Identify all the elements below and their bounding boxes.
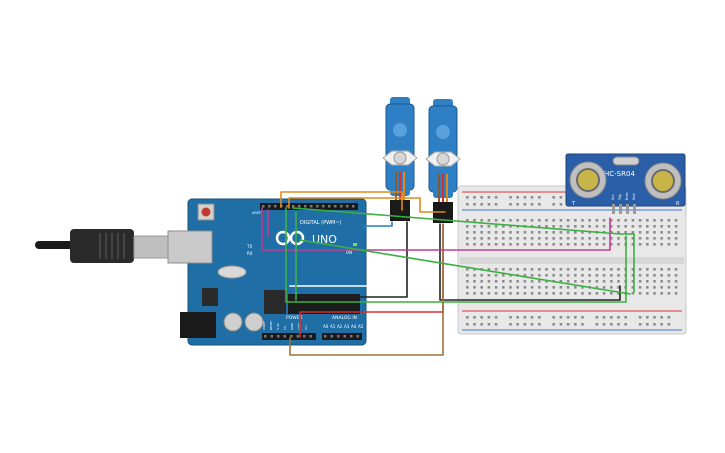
svg-text:Vin: Vin [304, 325, 308, 330]
wire-green-2[interactable] [285, 207, 627, 303]
bottom-header-pins [264, 335, 359, 338]
analog-header[interactable] [322, 333, 362, 340]
sensor-model-label: HC-SR04 [604, 170, 635, 178]
voltage-regulator [202, 288, 218, 306]
svg-text:RESET: RESET [269, 320, 273, 330]
transmitter-transducer-mesh [576, 168, 600, 192]
power-header[interactable] [262, 333, 316, 340]
usb-cable-wire [35, 241, 75, 249]
sensor-crystal [612, 156, 640, 166]
sensor-r-label: R [676, 201, 680, 207]
arduino-uno[interactable]: UNO DIGITAL (PWM~) AREF TX RX ON POWER A… [35, 198, 367, 346]
svg-text:A1: A1 [330, 324, 336, 329]
servo-2[interactable] [425, 99, 461, 223]
wire-green-1[interactable] [292, 207, 635, 293]
sensor-pin-labels: Vcc Trig Echo Gnd [611, 192, 636, 201]
sensor-t-label: T [571, 201, 576, 207]
svg-text:3.3V: 3.3V [276, 322, 280, 330]
wire-orange-servo1[interactable] [280, 191, 403, 211]
usb-port [167, 230, 213, 264]
svg-text:A0: A0 [323, 324, 329, 329]
receiver-transducer-mesh [651, 169, 675, 193]
power-label: POWER [286, 315, 303, 321]
capacitor-2 [244, 312, 264, 332]
svg-text:GND: GND [297, 322, 301, 330]
svg-text:A5: A5 [358, 324, 364, 329]
power-led [353, 243, 357, 246]
wire-orange-servo2[interactable] [288, 197, 446, 213]
rx-label: RX [247, 251, 253, 256]
crystal-oscillator [217, 265, 247, 279]
servo-2-hub [436, 152, 450, 166]
on-label: ON [346, 250, 352, 255]
svg-text:Echo: Echo [625, 192, 629, 200]
svg-text:IOREF: IOREF [262, 321, 266, 330]
tx-label: TX [246, 244, 252, 249]
digital-header[interactable] [260, 203, 358, 210]
servo-1[interactable] [382, 97, 418, 221]
svg-text:GND: GND [290, 322, 294, 330]
usb-cable-metal-shell [133, 235, 169, 259]
svg-text:A4: A4 [351, 324, 357, 329]
wire-blue[interactable] [363, 221, 393, 229]
chip-socket-left [264, 290, 286, 314]
wires [261, 191, 635, 356]
digital-label: DIGITAL (PWM~) [300, 220, 342, 226]
reset-button-cap [201, 207, 211, 217]
ultrasonic-sensor[interactable]: HC-SR04 T R Vcc Trig Echo Gnd [565, 153, 686, 214]
power-jack [180, 312, 216, 338]
servo-1-gear-top [393, 123, 407, 137]
aref-label: AREF [252, 211, 261, 215]
servo-2-gear-top [436, 125, 450, 139]
wire-white[interactable] [289, 221, 403, 287]
analog-label: ANALOG IN [332, 315, 357, 321]
capacitor-1 [223, 312, 243, 332]
breadboard[interactable] [457, 185, 687, 335]
sensor-pins[interactable] [612, 204, 636, 214]
usb-cable[interactable] [35, 229, 169, 263]
svg-text:A3: A3 [344, 324, 350, 329]
svg-text:Gnd: Gnd [632, 193, 636, 200]
wire-brown[interactable] [289, 225, 444, 356]
digital-header-pins [262, 205, 355, 208]
breadboard-center-channel [460, 257, 684, 264]
analog-pin-labels: A0 A1 A2 A3 A4 A5 [323, 324, 364, 329]
microcontroller-chip [288, 294, 360, 314]
servo-1-hub [393, 151, 407, 165]
svg-text:Vcc: Vcc [611, 194, 615, 200]
wire-black-servo1[interactable] [289, 221, 408, 298]
arduino-logo-icon [275, 230, 305, 246]
usb-cable-ribs [99, 233, 125, 259]
wire-green-3[interactable] [299, 239, 631, 295]
power-pin-labels: IOREF RESET 3.3V 5V GND GND Vin [262, 320, 308, 330]
svg-text:Trig: Trig [618, 194, 622, 201]
svg-text:A2: A2 [337, 324, 343, 329]
svg-text:5V: 5V [283, 325, 287, 330]
